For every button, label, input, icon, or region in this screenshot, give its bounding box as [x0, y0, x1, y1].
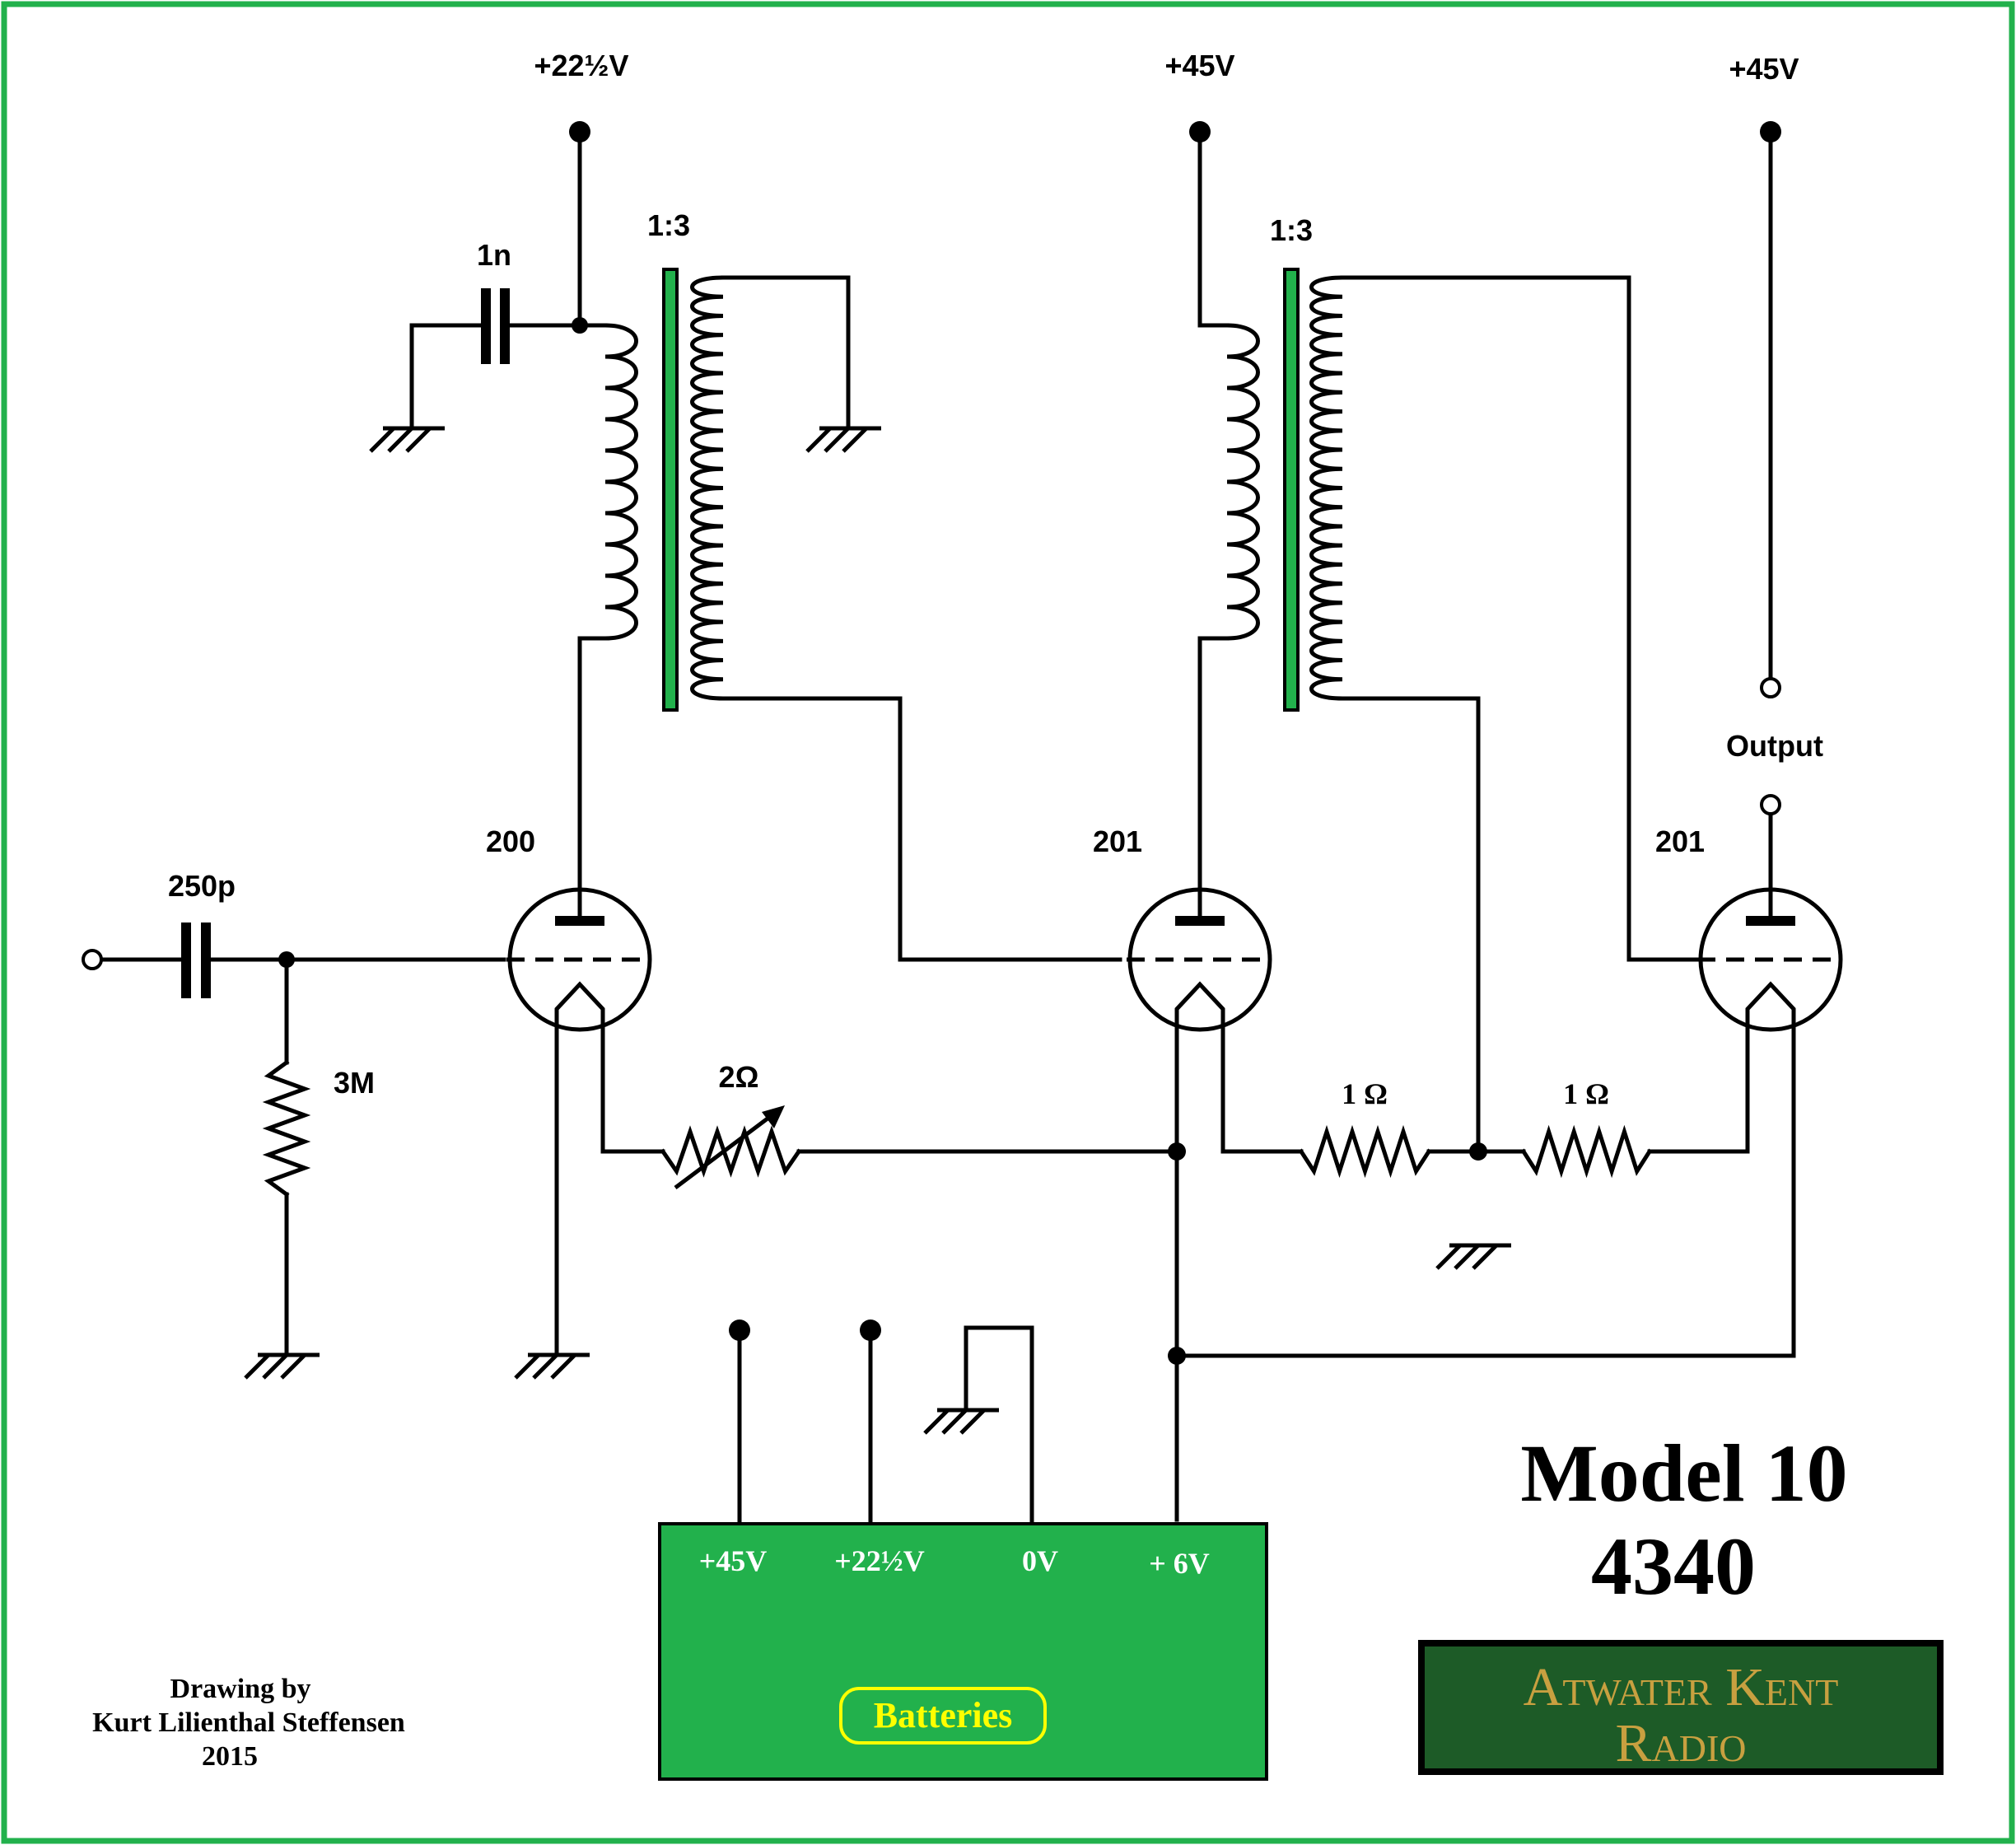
- input-capacitor-label: 250p: [168, 869, 236, 903]
- filament-resistor-1-label: 1 Ω: [1342, 1077, 1388, 1110]
- transformer-2-secondary: [1309, 275, 1343, 701]
- bypass-capacitor-branch: [409, 129, 588, 431]
- title-model: Model 10: [1520, 1427, 1847, 1519]
- grid-resistor-3m: [262, 1059, 311, 1198]
- credit-line-2: Kurt Lilienthal Steffensen: [92, 1707, 405, 1738]
- battery-name: Batteries: [874, 1695, 1013, 1735]
- output-label: Output: [1726, 729, 1823, 763]
- supply-label-22v: +22½V: [534, 49, 628, 82]
- input-terminal[interactable]: [82, 949, 103, 970]
- credit-line-1: Drawing by: [170, 1674, 311, 1704]
- atwater-kent-logo: Atwater Kent Radio: [1418, 1640, 1944, 1775]
- svg-text:Radio: Radio: [1616, 1713, 1747, 1773]
- transformer-2-core: [1283, 268, 1300, 712]
- ground-symbols: [244, 426, 1511, 1435]
- svg-text:Atwater Kent: Atwater Kent: [1524, 1657, 1839, 1717]
- battery-terminal-6v: + 6V: [1149, 1547, 1210, 1580]
- battery-terminal-22v: +22½V: [834, 1544, 925, 1577]
- transformer-2-primary: [1226, 323, 1260, 641]
- tube-201-b: [1697, 887, 1843, 1032]
- tube-200: [506, 887, 652, 1032]
- filament-resistor-2: [1520, 1124, 1653, 1179]
- transformer-1-core: [662, 268, 679, 712]
- bypass-capacitor-label: 1n: [477, 238, 511, 272]
- output-terminal-bottom[interactable]: [1760, 794, 1781, 815]
- tube-200-label: 200: [486, 824, 535, 858]
- credit-line-3: 2015: [202, 1741, 258, 1772]
- transformer-2-ratio: 1:3: [1270, 213, 1313, 247]
- filament-resistor-2-label: 1 Ω: [1563, 1077, 1609, 1110]
- battery-block: +45V +22½V 0V + 6V Batteries: [658, 1522, 1268, 1781]
- tube-201-b-label: 201: [1655, 824, 1705, 858]
- tube-201-a-label: 201: [1093, 824, 1142, 858]
- supply-label-45v-a: +45V: [1164, 49, 1234, 82]
- transformer-1-secondary: [690, 275, 724, 701]
- supply-label-45v-b: +45V: [1729, 52, 1799, 86]
- rheostat-arrow: [674, 1112, 776, 1189]
- title-number: 4340: [1591, 1520, 1756, 1612]
- tube-201-a: [1127, 887, 1272, 1032]
- output-terminal-top[interactable]: [1760, 677, 1781, 698]
- filament-resistor-1: [1298, 1124, 1432, 1179]
- grid-resistor-label: 3M: [334, 1066, 375, 1100]
- rheostat-2-ohm: [660, 1125, 802, 1178]
- battery-terminal-0v: 0V: [1022, 1544, 1058, 1577]
- transformer-1-ratio: 1:3: [647, 208, 690, 242]
- rheostat-label: 2Ω: [719, 1060, 759, 1094]
- transformer-1-primary: [604, 323, 638, 641]
- battery-terminal-45v: +45V: [699, 1544, 768, 1577]
